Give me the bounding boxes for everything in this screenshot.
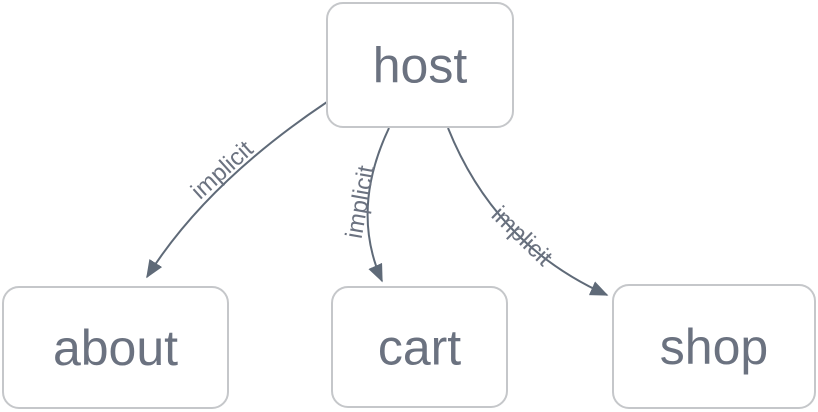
node-box[interactable]	[2, 286, 229, 409]
node-label: cart	[378, 320, 461, 376]
node-box[interactable]	[612, 284, 816, 409]
edge-label: implicit	[486, 201, 558, 272]
node-box[interactable]	[326, 2, 514, 128]
edge-host-cart[interactable]: implicit	[341, 127, 390, 283]
node-cart[interactable]: cart	[331, 286, 508, 408]
node-label: host	[373, 38, 468, 94]
node-host[interactable]: host	[326, 2, 514, 128]
edge-line[interactable]	[366, 127, 390, 283]
node-shop[interactable]: shop	[612, 284, 816, 409]
edge-host-shop[interactable]: implicit	[447, 127, 609, 296]
edge-label: implicit	[186, 136, 259, 205]
node-box[interactable]	[331, 286, 508, 408]
node-label: shop	[660, 319, 768, 375]
edge-host-about[interactable]: implicit	[146, 101, 328, 279]
node-label: about	[53, 320, 178, 376]
edge-line[interactable]	[447, 127, 609, 296]
edge-label: implicit	[341, 163, 380, 240]
node-about[interactable]: about	[2, 286, 229, 409]
edge-line[interactable]	[146, 101, 328, 279]
